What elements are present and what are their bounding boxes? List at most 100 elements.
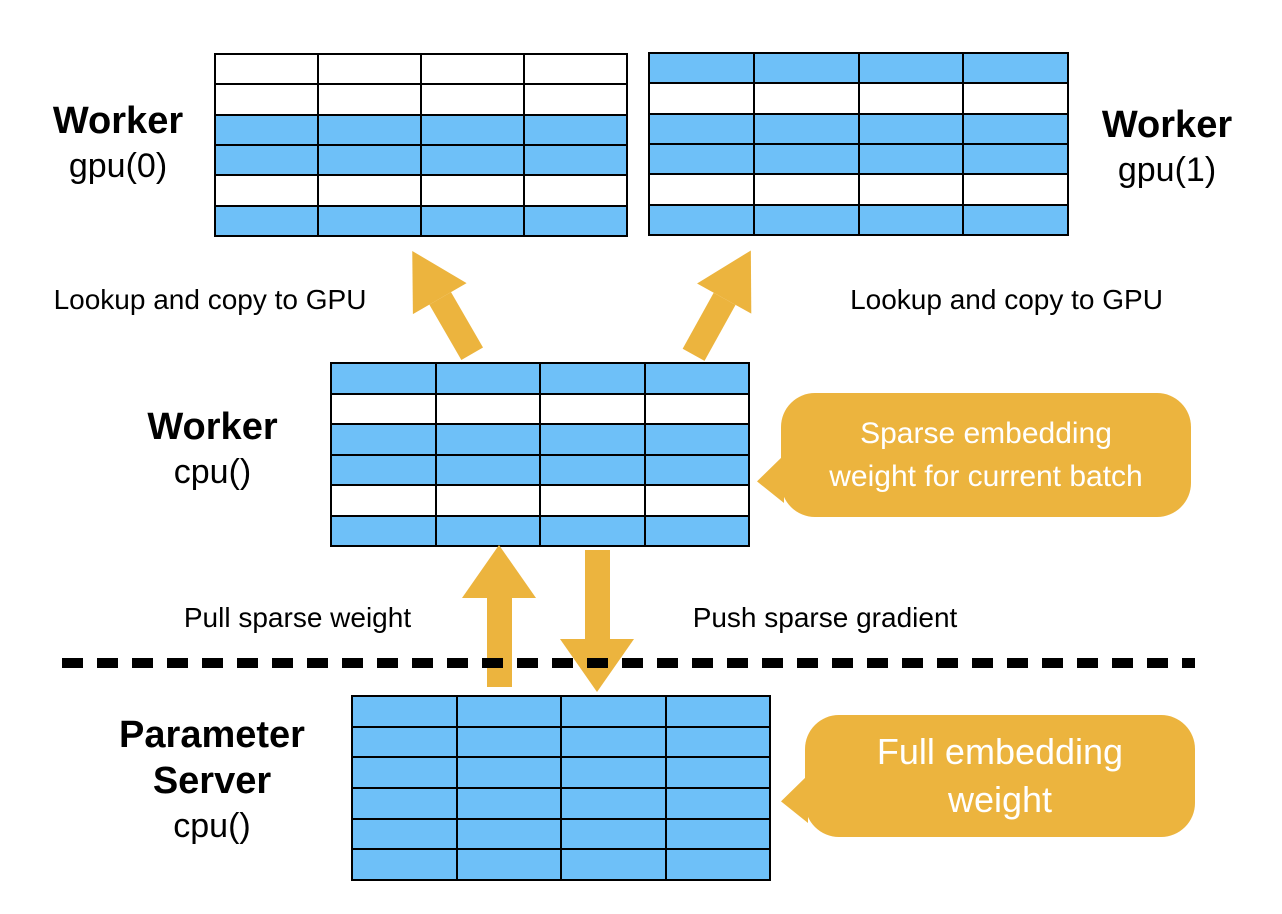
arrow-pull-up-icon (462, 545, 536, 687)
grid-cell (436, 486, 539, 515)
grid-cell (319, 176, 420, 205)
grid-cell (216, 206, 317, 235)
full-embedding-callout: Full embedding weight (781, 715, 1195, 837)
grid-cell (645, 516, 748, 545)
arrow-stem (486, 598, 512, 687)
grid-cell (457, 758, 560, 787)
arrow-stem (428, 292, 483, 361)
grid-cell (562, 727, 665, 757)
grid-cell (645, 425, 748, 454)
push-sparse-gradient-text: Push sparse gradient (692, 602, 958, 633)
grid-cell (859, 84, 963, 113)
callout-line2: weight for current batch (829, 460, 1143, 493)
grid-cell (525, 146, 626, 175)
parameter-server-title-line2: Server (152, 760, 272, 802)
callout-tail-icon (757, 455, 784, 503)
grid-cell (964, 114, 1067, 143)
grid-cell (650, 54, 753, 83)
worker-gpu1-title: Worker (1101, 104, 1233, 146)
grid-cell (422, 85, 523, 114)
grid-cell (525, 55, 626, 84)
worker-server-separator (62, 658, 1195, 668)
grid-cell (332, 394, 435, 423)
grid-cell (754, 54, 858, 83)
arrow-stem (682, 292, 736, 361)
grid-cell (353, 727, 456, 757)
grid-cell (541, 455, 644, 484)
grid-cell (457, 727, 560, 757)
grid-cell (216, 115, 317, 144)
lookup-right-text: Lookup and copy to GPU (850, 284, 1163, 315)
grid-cell (216, 176, 317, 205)
grid-cell (436, 394, 539, 423)
grid-cell (964, 205, 1067, 234)
grid-cell (645, 486, 748, 515)
grid-cell (666, 758, 769, 787)
grid-cell (562, 850, 665, 879)
arrow-head (462, 545, 536, 598)
grid-cell (332, 486, 435, 515)
arrow-lookup-gpu1-icon (666, 235, 778, 369)
worker-cpu-device: cpu() (173, 453, 252, 491)
grid-cell (562, 788, 665, 818)
grid-cell (964, 145, 1067, 174)
grid-cell (650, 114, 753, 143)
grid-cell (754, 145, 858, 174)
grid-cell (457, 850, 560, 879)
grid-cell (436, 425, 539, 454)
grid-cell (525, 115, 626, 144)
callout-tail-icon (781, 775, 808, 823)
grid-cell (353, 697, 456, 726)
grid-cell (422, 146, 523, 175)
grid-cell (964, 175, 1067, 204)
grid-cell (666, 788, 769, 818)
grid-cell (650, 84, 753, 113)
grid-cell (859, 205, 963, 234)
grid-cell (353, 850, 456, 879)
grid-cell (754, 205, 858, 234)
grid-cell (964, 84, 1067, 113)
grid-cell (859, 175, 963, 204)
grid-cell (666, 727, 769, 757)
embedding-table-gpu1 (648, 52, 1069, 236)
worker-gpu0-title: Worker (52, 100, 184, 142)
grid-cell (332, 425, 435, 454)
parameter-server-label: Parameter Server cpu() (92, 712, 332, 848)
arrow-stem (584, 550, 610, 639)
worker-gpu0-label: Worker gpu(0) (22, 98, 214, 188)
grid-cell (541, 364, 644, 393)
grid-cell (319, 206, 420, 235)
grid-cell (332, 364, 435, 393)
grid-cell (650, 175, 753, 204)
grid-cell (319, 55, 420, 84)
grid-cell (525, 176, 626, 205)
grid-cell (666, 850, 769, 879)
callout-line1: Full embedding (876, 731, 1124, 772)
worker-gpu0-device: gpu(0) (68, 147, 168, 185)
embedding-table-gpu0 (214, 53, 628, 237)
grid-cell (332, 516, 435, 545)
grid-cell (645, 394, 748, 423)
callout-line1: Sparse embedding (860, 417, 1112, 450)
grid-cell (859, 54, 963, 83)
grid-cell (422, 176, 523, 205)
grid-cell (216, 146, 317, 175)
grid-cell (353, 819, 456, 849)
grid-cell (332, 455, 435, 484)
arrow-lookup-gpu0-icon (385, 235, 498, 369)
grid-cell (353, 788, 456, 818)
grid-cell (541, 394, 644, 423)
callout-line2: weight (947, 779, 1053, 820)
grid-cell (754, 84, 858, 113)
grid-cell (650, 145, 753, 174)
grid-cell (436, 455, 539, 484)
grid-cell (650, 205, 753, 234)
worker-gpu1-label: Worker gpu(1) (1072, 102, 1262, 192)
grid-cell (319, 85, 420, 114)
grid-cell (859, 114, 963, 143)
grid-cell (457, 788, 560, 818)
grid-cell (353, 758, 456, 787)
embedding-table-server (351, 695, 771, 881)
grid-cell (859, 145, 963, 174)
grid-cell (562, 819, 665, 849)
